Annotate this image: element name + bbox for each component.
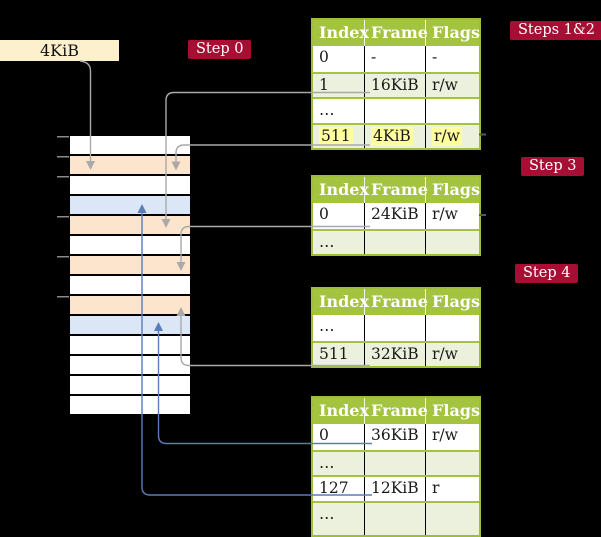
steps-1-2-label: Steps 1&2: [510, 21, 601, 40]
memory-frame-row: [70, 316, 190, 334]
cell-frame: [365, 230, 426, 254]
memory-frame-row: [70, 136, 190, 154]
page-table-steps-1-2: Index Frame Flags 0 - - 1 16KiB r/w … 51…: [311, 18, 481, 150]
cell-index: 1: [313, 73, 365, 97]
table-row: …: [313, 449, 479, 475]
cell-flags: r: [426, 477, 479, 501]
step-4-label: Step 4: [515, 264, 579, 283]
memory-frame-row: [70, 396, 190, 414]
cell-index: …: [313, 502, 365, 535]
cell-flags: r/w: [426, 203, 479, 229]
cell-frame: -: [365, 46, 426, 72]
table-row-highlighted: 511 4KiB r/w: [313, 122, 479, 148]
cell-flags: [426, 502, 479, 535]
col-header-index: Index: [313, 20, 369, 46]
cell-frame: [365, 99, 426, 123]
step-3-label: Step 3: [521, 157, 585, 176]
memory-frame-row: [70, 176, 190, 194]
page-table-step-4: Index Frame Flags … 511 32KiB r/w: [311, 287, 481, 368]
cell-flags: [426, 99, 479, 123]
page-table-step-3: Index Frame Flags 0 24KiB r/w …: [311, 175, 481, 256]
cell-index: 0: [313, 46, 365, 72]
page-table-final: Index Frame Flags 0 36KiB r/w … 127 12Ki…: [311, 396, 481, 537]
cell-flags: r/w: [426, 342, 479, 366]
memory-frame-row: [70, 376, 190, 394]
frame-boundary-ticks: [57, 135, 69, 298]
col-header-flags: Flags: [432, 23, 480, 42]
col-header-frame: Frame: [365, 398, 428, 424]
table-header: Index Frame Flags: [313, 289, 480, 315]
col-header-index: Index: [313, 289, 369, 315]
step-0-label: Step 0: [188, 40, 252, 59]
cell-frame: 4KiB: [365, 124, 426, 148]
cell-flags: [426, 451, 479, 475]
col-header-frame: Frame: [365, 20, 428, 46]
table-header: Index Frame Flags: [313, 398, 480, 424]
memory-frame-row: [70, 256, 190, 274]
col-header-index: Index: [313, 177, 369, 203]
table-row: 1 16KiB r/w: [313, 71, 479, 97]
col-header-frame: Frame: [365, 177, 428, 203]
col-header-flags: Flags: [432, 401, 480, 420]
cell-index: 0: [313, 203, 365, 229]
cell-flags: [426, 315, 479, 341]
cell-flags: r/w: [426, 73, 479, 97]
cell-index: 511: [313, 342, 365, 366]
cell-flags: r/w: [426, 424, 479, 450]
cell-frame: 12KiB: [365, 477, 426, 501]
col-header-index: Index: [313, 398, 369, 424]
cell-frame: 36KiB: [365, 424, 426, 450]
table-row: 0 36KiB r/w: [313, 424, 479, 450]
table-row: …: [313, 500, 479, 535]
cell-index: …: [313, 451, 365, 475]
table-row: …: [313, 315, 479, 341]
memory-frame-row: [70, 296, 190, 314]
cell-frame: [365, 502, 426, 535]
cell-frame: 32KiB: [365, 342, 426, 366]
cell-frame: [365, 451, 426, 475]
cell-index: 127: [313, 477, 365, 501]
cell-frame: [365, 315, 426, 341]
memory-frame-row: [70, 216, 190, 234]
memory-frame-row: [70, 356, 190, 374]
frame-size-label: 4KiB: [0, 40, 119, 61]
table-row: 0 24KiB r/w: [313, 203, 479, 229]
memory-frame-row: [70, 276, 190, 294]
memory-frame-row: [70, 196, 190, 214]
col-header-flags: Flags: [432, 180, 480, 199]
table-row: 511 32KiB r/w: [313, 340, 479, 366]
cell-flags: r/w: [426, 124, 479, 148]
cell-index: 0: [313, 424, 365, 450]
table-header: Index Frame Flags: [313, 177, 480, 203]
table-row: 127 12KiB r: [313, 475, 479, 501]
table-header: Index Frame Flags: [313, 20, 480, 46]
table-row: 0 - -: [313, 46, 479, 72]
cell-frame: 16KiB: [365, 73, 426, 97]
table-row: …: [313, 97, 479, 123]
cell-index: …: [313, 230, 365, 254]
memory-frame-row: [70, 156, 190, 174]
cell-index: …: [313, 315, 365, 341]
physical-memory-strip: [70, 136, 190, 414]
cell-index: …: [313, 99, 365, 123]
cell-flags: -: [426, 46, 479, 72]
col-header-flags: Flags: [432, 292, 480, 311]
memory-frame-row: [70, 336, 190, 354]
cell-index: 511: [313, 124, 365, 148]
cell-flags: [426, 230, 479, 254]
cell-frame: 24KiB: [365, 203, 426, 229]
col-header-frame: Frame: [365, 289, 428, 315]
table-row: …: [313, 228, 479, 254]
memory-frame-row: [70, 236, 190, 254]
